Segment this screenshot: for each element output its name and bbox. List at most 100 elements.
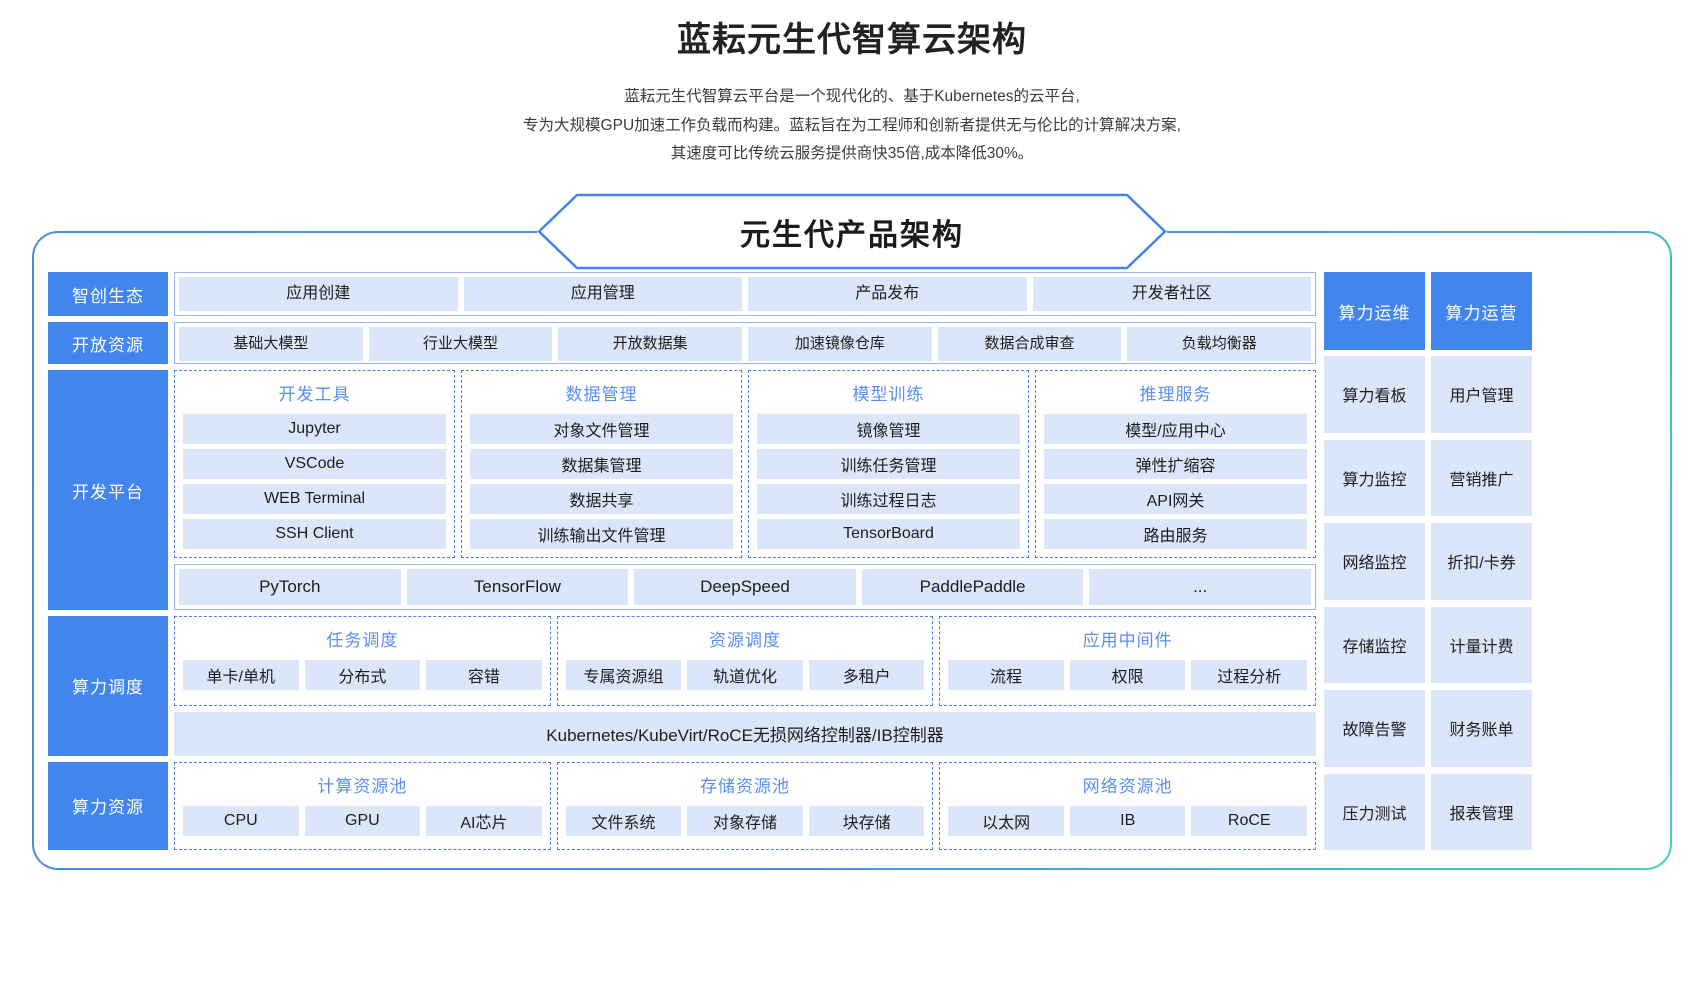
group-items-compute-pool: CPU GPU AI芯片: [183, 805, 542, 836]
cell-open-dataset[interactable]: 开放数据集: [558, 327, 743, 361]
sidebar-cell-user-management[interactable]: 用户管理: [1431, 356, 1532, 433]
item-ai-chip[interactable]: AI芯片: [426, 805, 542, 836]
framework-more[interactable]: ...: [1089, 569, 1311, 605]
group-items-task-scheduling: 单卡/单机 分布式 容错: [183, 660, 542, 690]
item-file-system[interactable]: 文件系统: [565, 805, 682, 836]
cell-load-balancer[interactable]: 负载均衡器: [1127, 327, 1312, 361]
group-items-resource-scheduling: 专属资源组 轨道优化 多租户: [565, 660, 925, 690]
group-items-inference-service: 模型/应用中心 弹性扩缩容 API网关 路由服务: [1044, 414, 1307, 549]
group-items-app-middleware: 流程 权限 过程分析: [948, 660, 1308, 690]
item-fault-tolerance[interactable]: 容错: [426, 660, 542, 690]
group-title-resource-scheduling: 资源调度: [709, 631, 781, 650]
sidebar-headers: 算力运维 算力运营: [1324, 272, 1532, 350]
item-block-storage[interactable]: 块存储: [808, 805, 925, 836]
item-model-app-center[interactable]: 模型/应用中心: [1044, 414, 1307, 444]
item-elastic-scaling[interactable]: 弹性扩缩容: [1044, 449, 1307, 479]
item-dedicated-resource-group[interactable]: 专属资源组: [565, 660, 682, 690]
cell-product-release[interactable]: 产品发布: [748, 277, 1027, 311]
cell-industry-model[interactable]: 行业大模型: [368, 327, 553, 361]
group-storage-pool: 存储资源池 文件系统 对象存储 块存储: [556, 761, 934, 850]
group-items-storage-pool: 文件系统 对象存储 块存储: [565, 805, 925, 836]
sidebar-cell-stress-test[interactable]: 压力测试: [1324, 773, 1425, 850]
item-gpu[interactable]: GPU: [304, 805, 421, 836]
sidebar-cell-compute-dashboard[interactable]: 算力看板: [1324, 356, 1425, 433]
item-image-management[interactable]: 镜像管理: [757, 414, 1020, 444]
sidebar-row: 算力看板 用户管理: [1324, 356, 1532, 433]
cell-data-synthesis-audit[interactable]: 数据合成审查: [937, 327, 1122, 361]
item-jupyter[interactable]: Jupyter: [183, 414, 446, 444]
group-title-storage-pool: 存储资源池: [700, 776, 790, 796]
cell-image-registry[interactable]: 加速镜像仓库: [748, 327, 932, 361]
diagram-right-column: 算力运维 算力运营 算力看板 用户管理 算力监控 营销推广 网络监控 折扣/卡券…: [1324, 272, 1532, 850]
item-object-storage[interactable]: 对象存储: [687, 805, 803, 836]
item-cpu[interactable]: CPU: [183, 805, 299, 836]
row-body-ecosystem: 应用创建 应用管理 产品发布 开发者社区: [174, 272, 1316, 316]
sidebar-header-ops: 算力运维: [1324, 272, 1425, 350]
item-vscode[interactable]: VSCode: [183, 449, 446, 479]
item-multi-tenant[interactable]: 多租户: [808, 660, 925, 690]
item-single-card-machine[interactable]: 单卡/单机: [183, 660, 299, 690]
sidebar-cell-storage-monitoring[interactable]: 存储监控: [1324, 606, 1425, 683]
item-permission[interactable]: 权限: [1069, 660, 1186, 690]
scheduling-groups: 任务调度 单卡/单机 分布式 容错 资源调度 专属资源组 轨道优化: [174, 616, 1317, 706]
scheduling-content: 任务调度 单卡/单机 分布式 容错 资源调度 专属资源组 轨道优化: [174, 616, 1317, 756]
group-task-scheduling: 任务调度 单卡/单机 分布式 容错: [174, 616, 551, 706]
item-training-output-file-management[interactable]: 训练输出文件管理: [470, 519, 733, 549]
framework-paddlepaddle[interactable]: PaddlePaddle: [861, 569, 1084, 605]
row-body-open-resource: 基础大模型 行业大模型 开放数据集 加速镜像仓库 数据合成审查 负载均衡器: [174, 322, 1316, 364]
frameworks-bar: PyTorch TensorFlow DeepSpeed PaddlePaddl…: [174, 564, 1316, 610]
item-routing-service[interactable]: 路由服务: [1044, 519, 1307, 549]
sidebar-header-operations: 算力运营: [1431, 272, 1532, 350]
item-tensorboard[interactable]: TensorBoard: [757, 519, 1020, 549]
cell-base-model[interactable]: 基础大模型: [179, 327, 363, 361]
item-data-sharing[interactable]: 数据共享: [470, 484, 733, 514]
row-open-resource: 开放资源 基础大模型 行业大模型 开放数据集 加速镜像仓库 数据合成审查 负载均…: [48, 322, 1316, 364]
item-roce[interactable]: RoCE: [1191, 805, 1308, 836]
sidebar-cell-compute-monitoring[interactable]: 算力监控: [1324, 439, 1425, 516]
group-title-task-scheduling: 任务调度: [326, 631, 399, 650]
item-training-task-management[interactable]: 训练任务管理: [757, 449, 1020, 479]
cell-app-manage[interactable]: 应用管理: [463, 277, 742, 311]
row-scheduling: 算力调度 任务调度 单卡/单机 分布式 容错 资源调度: [48, 616, 1317, 756]
group-model-training: 模型训练 镜像管理 训练任务管理 训练过程日志 TensorBoard: [748, 370, 1029, 558]
sidebar-cell-discount-coupon[interactable]: 折扣/卡券: [1431, 523, 1532, 600]
group-resource-scheduling: 资源调度 专属资源组 轨道优化 多租户: [556, 616, 934, 706]
sidebar-cell-report-management[interactable]: 报表管理: [1431, 773, 1532, 850]
sidebar-row: 网络监控 折扣/卡券: [1324, 523, 1532, 600]
compute-resource-groups: 计算资源池 CPU GPU AI芯片 存储资源池 文件系统 对象存储 块存储: [174, 761, 1317, 850]
item-process[interactable]: 流程: [948, 660, 1064, 690]
item-dataset-management[interactable]: 数据集管理: [470, 449, 733, 479]
item-ssh-client[interactable]: SSH Client: [183, 519, 446, 549]
framework-deepspeed[interactable]: DeepSpeed: [634, 569, 856, 605]
row-label-compute-resource: 算力资源: [48, 761, 168, 850]
sidebar-cell-network-monitoring[interactable]: 网络监控: [1324, 523, 1425, 600]
group-title-dev-tools: 开发工具: [278, 385, 351, 404]
cell-developer-community[interactable]: 开发者社区: [1032, 277, 1311, 311]
item-training-logs[interactable]: 训练过程日志: [757, 484, 1020, 514]
subtitle-line-3: 其速度可比传统云服务提供商快35倍,成本降低30%。: [670, 145, 1034, 163]
row-compute-resource: 算力资源 计算资源池 CPU GPU AI芯片 存储资源池 文件系统: [48, 761, 1317, 850]
sidebar-cell-marketing[interactable]: 营销推广: [1431, 439, 1532, 516]
platform-bar-kubernetes[interactable]: Kubernetes/KubeVirt/RoCE无损网络控制器/IB控制器: [174, 711, 1316, 756]
item-object-file-management[interactable]: 对象文件管理: [470, 414, 733, 444]
sidebar-cell-financial-bill[interactable]: 财务账单: [1431, 690, 1532, 767]
cell-app-create[interactable]: 应用创建: [179, 277, 458, 311]
sidebar-cell-fault-alarm[interactable]: 故障告警: [1324, 690, 1425, 767]
group-inference-service: 推理服务 模型/应用中心 弹性扩缩容 API网关 路由服务: [1035, 370, 1316, 558]
sidebar-cell-metering-billing[interactable]: 计量计费: [1431, 606, 1532, 683]
item-process-analysis[interactable]: 过程分析: [1191, 660, 1308, 690]
framework-tensorflow[interactable]: TensorFlow: [406, 569, 629, 605]
item-track-optimization[interactable]: 轨道优化: [687, 660, 803, 690]
item-api-gateway[interactable]: API网关: [1044, 484, 1307, 514]
item-ethernet[interactable]: 以太网: [948, 805, 1064, 836]
sidebar-grid: 算力看板 用户管理 算力监控 营销推广 网络监控 折扣/卡券 存储监控 计量计费…: [1324, 356, 1532, 850]
sidebar-row: 算力监控 营销推广: [1324, 439, 1532, 516]
framework-pytorch[interactable]: PyTorch: [179, 569, 401, 605]
item-web-terminal[interactable]: WEB Terminal: [183, 484, 446, 514]
row-ecosystem: 智创生态 应用创建 应用管理 产品发布 开发者社区: [48, 272, 1316, 316]
item-distributed[interactable]: 分布式: [304, 660, 421, 690]
item-ib[interactable]: IB: [1069, 805, 1186, 836]
group-app-middleware: 应用中间件 流程 权限 过程分析: [939, 616, 1317, 706]
group-title-network-pool: 网络资源池: [1082, 776, 1173, 796]
